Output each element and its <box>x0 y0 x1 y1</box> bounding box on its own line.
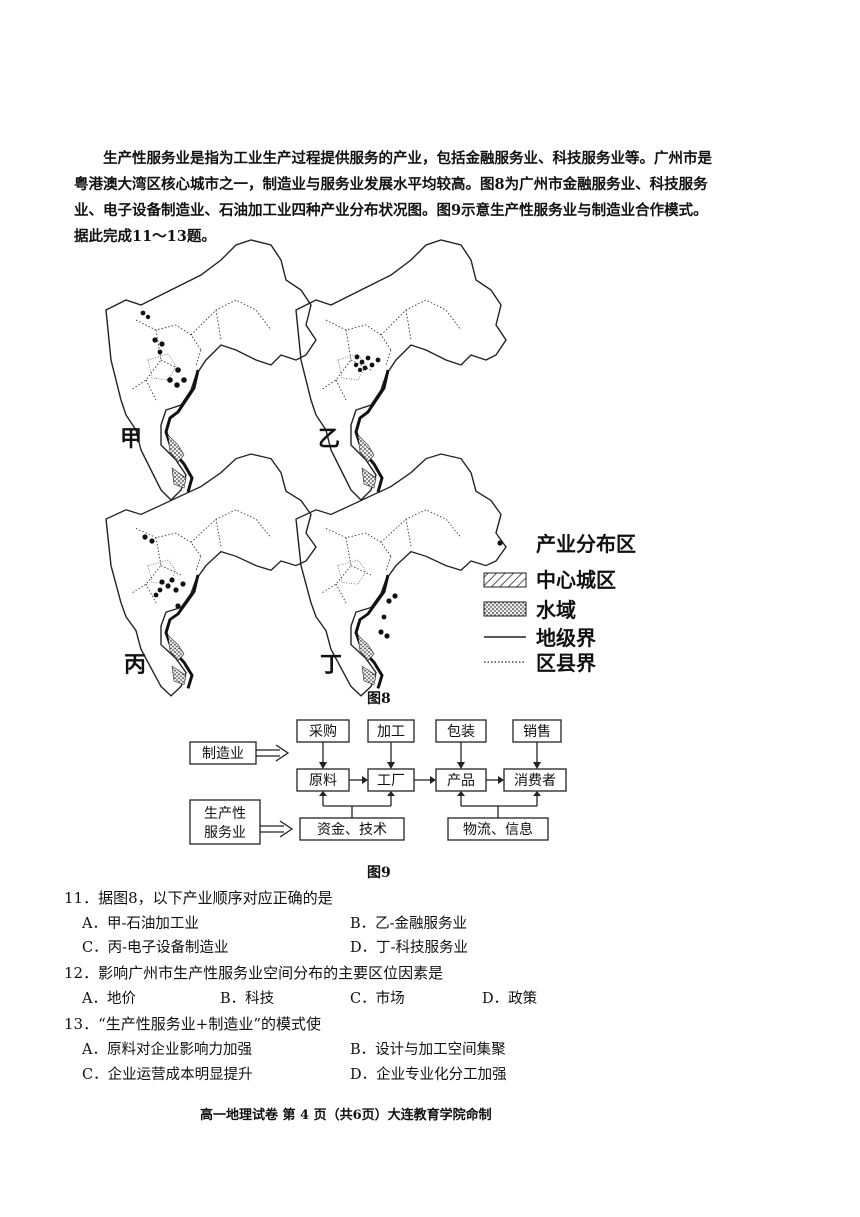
map-legend: 产业分布区 中心城区 水域 地级界 区县界 <box>483 532 636 675</box>
map-yi: 乙 <box>294 238 508 502</box>
industry-dots-bing <box>142 534 186 609</box>
legend-county-label: 区县界 <box>536 651 596 675</box>
question-13-option-d[interactable]: D．企业专业化分工加强 <box>350 1067 507 1083</box>
question-12-stem: 12．影响广州市生产性服务业空间分布的主要区位因素是 <box>64 964 444 982</box>
legend-industry-label: 产业分布区 <box>536 532 636 556</box>
service-label-line1: 生产性 <box>204 806 246 822</box>
industry-dots-ding <box>378 593 398 639</box>
intro-text: 生产性服务业是指为工业生产过程提供服务的产业，包括金融服务业、科技服务业等。广州… <box>74 150 712 245</box>
node-product: 产品 <box>447 773 475 789</box>
service-label-line2: 服务业 <box>204 825 246 841</box>
question-11-stem: 11．据图8，以下产业顺序对应正确的是 <box>64 889 333 907</box>
step-packaging: 包装 <box>447 724 475 740</box>
question-12-option-a[interactable]: A．地价 <box>82 991 136 1007</box>
node-factory: 工厂 <box>377 773 405 789</box>
manufacturing-label: 制造业 <box>202 746 244 762</box>
question-12-option-c[interactable]: C．市场 <box>350 991 405 1007</box>
legend-prefecture-label: 地级界 <box>536 626 596 650</box>
map-label-ding: 丁 <box>320 653 342 678</box>
question-13-option-b[interactable]: B．设计与加工空间集聚 <box>350 1042 506 1058</box>
service-capital-tech: 资金、技术 <box>317 822 387 838</box>
legend-center-swatch <box>483 572 527 588</box>
question-11-option-b[interactable]: B．乙-金融服务业 <box>350 916 468 932</box>
industry-dots-jia <box>140 310 187 388</box>
map-label-yi: 乙 <box>318 427 340 452</box>
page-footer: 高一地理试卷 第 4 页（共6页）大连教育学院命制 <box>200 1108 492 1123</box>
intro-paragraph: 生产性服务业是指为工业生产过程提供服务的产业，包括金融服务业、科技服务业等。广州… <box>74 146 714 250</box>
figure-8-caption: 图8 <box>367 691 391 707</box>
legend-center-label: 中心城区 <box>536 568 616 592</box>
question-11-option-c[interactable]: C．丙-电子设备制造业 <box>82 940 229 956</box>
step-processing: 加工 <box>377 724 405 740</box>
map-jia: 甲 <box>104 238 318 502</box>
step-purchase: 采购 <box>309 724 337 740</box>
question-13-option-c[interactable]: C．企业运营成本明显提升 <box>82 1067 253 1083</box>
legend-water-label: 水域 <box>536 598 576 622</box>
figure-9: 采购 加工 包装 销售 原料 工厂 产品 消费者 资金、技术 物流、信息 制造业… <box>189 719 567 845</box>
figure-8: 甲 乙 丙 丁 产业 <box>104 238 636 698</box>
question-13-stem: 13．“生产性服务业+制造业”的模式使 <box>64 1015 321 1033</box>
question-13-option-a[interactable]: A．原料对企业影响力加强 <box>82 1042 252 1058</box>
question-12-option-d[interactable]: D．政策 <box>482 991 538 1007</box>
node-consumer: 消费者 <box>514 773 556 789</box>
figure-9-caption: 图9 <box>367 865 391 881</box>
service-logistics-info: 物流、信息 <box>463 821 533 838</box>
question-12-option-b[interactable]: B．科技 <box>220 991 275 1007</box>
diagram-arrowheads <box>319 762 541 796</box>
node-raw-material: 原料 <box>309 773 337 789</box>
legend-water-swatch <box>483 601 527 617</box>
question-11-option-d[interactable]: D．丁-科技服务业 <box>350 940 469 956</box>
industry-dots-yi <box>353 354 381 373</box>
legend-dot-icon <box>497 540 503 546</box>
map-label-bing: 丙 <box>124 653 146 678</box>
map-label-jia: 甲 <box>120 427 142 452</box>
step-sales: 销售 <box>523 724 551 740</box>
map-ding: 丁 <box>294 452 508 698</box>
question-11-option-a[interactable]: A．甲-石油加工业 <box>82 916 199 932</box>
map-bing: 丙 <box>104 452 318 698</box>
